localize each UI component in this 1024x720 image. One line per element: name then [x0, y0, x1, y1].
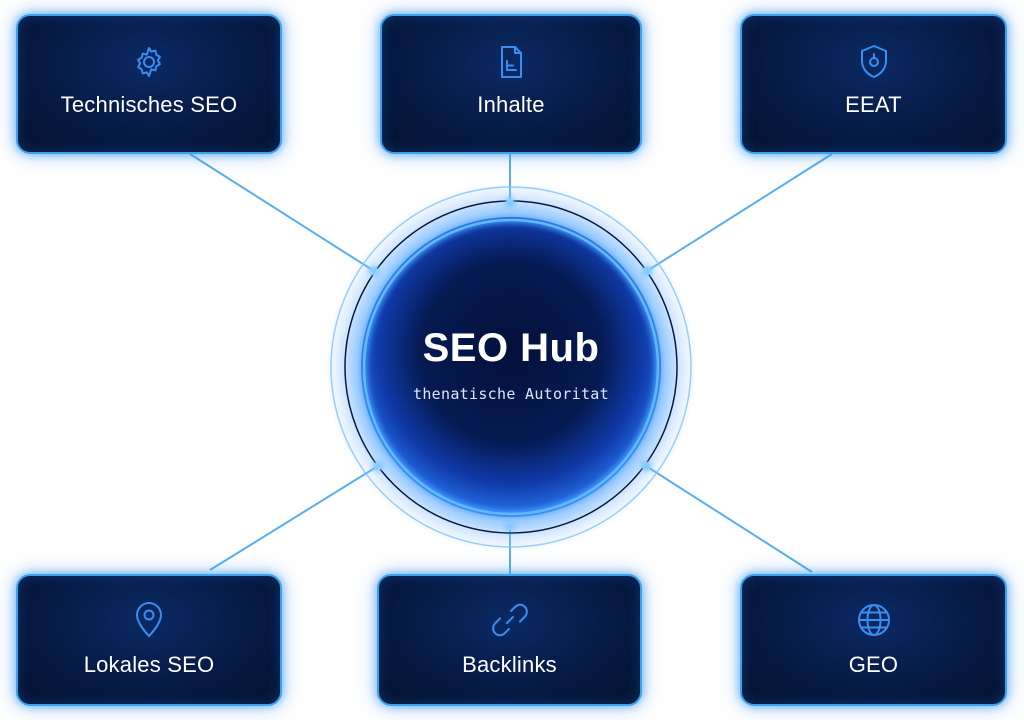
document-icon	[491, 42, 531, 82]
link-icon	[490, 600, 530, 640]
node-label: Backlinks	[462, 652, 557, 677]
connection-glow-technical	[369, 266, 379, 276]
node-technical-seo[interactable]: Technisches SEO	[16, 14, 282, 154]
globe-icon	[854, 600, 894, 640]
connection-glow-content	[505, 198, 515, 208]
node-label: Technisches SEO	[60, 92, 238, 117]
connector-geo	[645, 465, 813, 573]
location-pin-icon	[129, 600, 169, 640]
node-local-seo[interactable]: Lokales SEO	[16, 574, 282, 706]
connector-technical	[189, 153, 375, 272]
hub-title: SEO Hub	[422, 325, 600, 370]
connector-eeat	[646, 153, 833, 272]
node-eeat[interactable]: EEAT	[740, 14, 1007, 154]
node-label: EEAT	[845, 92, 902, 117]
connection-glow-geo	[641, 461, 651, 471]
connection-glow-local	[373, 461, 383, 471]
hub-inner-ring	[362, 218, 660, 516]
node-label: Inhalte	[477, 92, 545, 117]
node-content[interactable]: Inhalte	[380, 14, 642, 154]
hub-outer-ring	[330, 186, 692, 548]
hub-subtitle: thenatische Autoritat	[413, 384, 609, 403]
gear-icon	[129, 42, 169, 82]
node-label: GEO	[848, 652, 899, 677]
seo-hub[interactable]: SEO Hub thenatische Autoritat	[365, 222, 657, 514]
connector-local	[209, 465, 379, 571]
node-geo[interactable]: GEO	[740, 574, 1007, 706]
node-backlinks[interactable]: Backlinks	[377, 574, 642, 706]
hub-core	[361, 217, 661, 517]
shield-icon	[854, 42, 894, 82]
node-label: Lokales SEO	[83, 652, 215, 677]
connection-glow-eeat	[642, 266, 652, 276]
connection-glow-backlinks	[505, 521, 515, 531]
